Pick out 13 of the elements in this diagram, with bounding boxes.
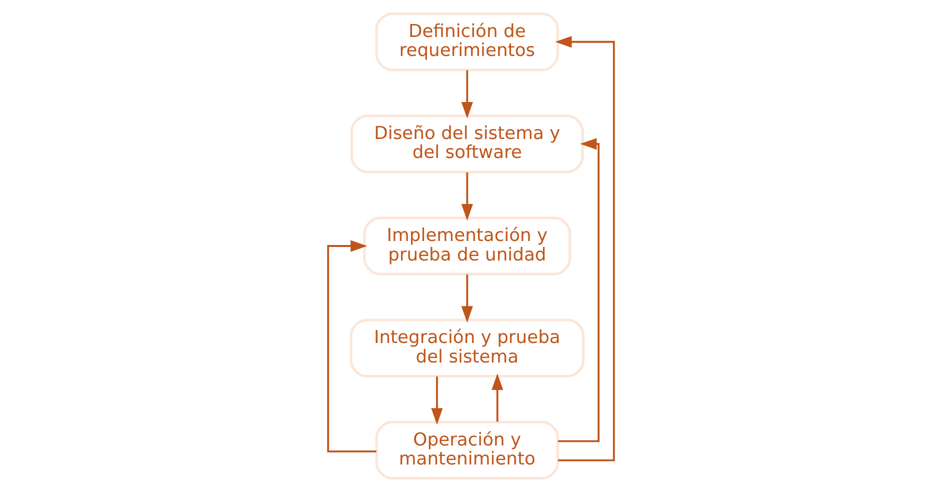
arrow bbox=[460, 172, 472, 221]
node-box: Diseño del sistema y del software bbox=[350, 114, 584, 174]
arrow bbox=[326, 240, 376, 452]
arrow bbox=[491, 373, 503, 422]
arrow bbox=[558, 138, 600, 442]
node-box: Definición de requerimientos bbox=[374, 12, 559, 72]
arrow bbox=[460, 274, 472, 323]
node-box: Implementación y prueba de unidad bbox=[362, 216, 571, 276]
node-box: Integración y prueba del sistema bbox=[349, 318, 584, 378]
arrow bbox=[460, 70, 472, 119]
node-box: Operación y mantenimiento bbox=[374, 420, 559, 480]
arrow bbox=[430, 376, 442, 425]
arrow bbox=[554, 36, 614, 462]
